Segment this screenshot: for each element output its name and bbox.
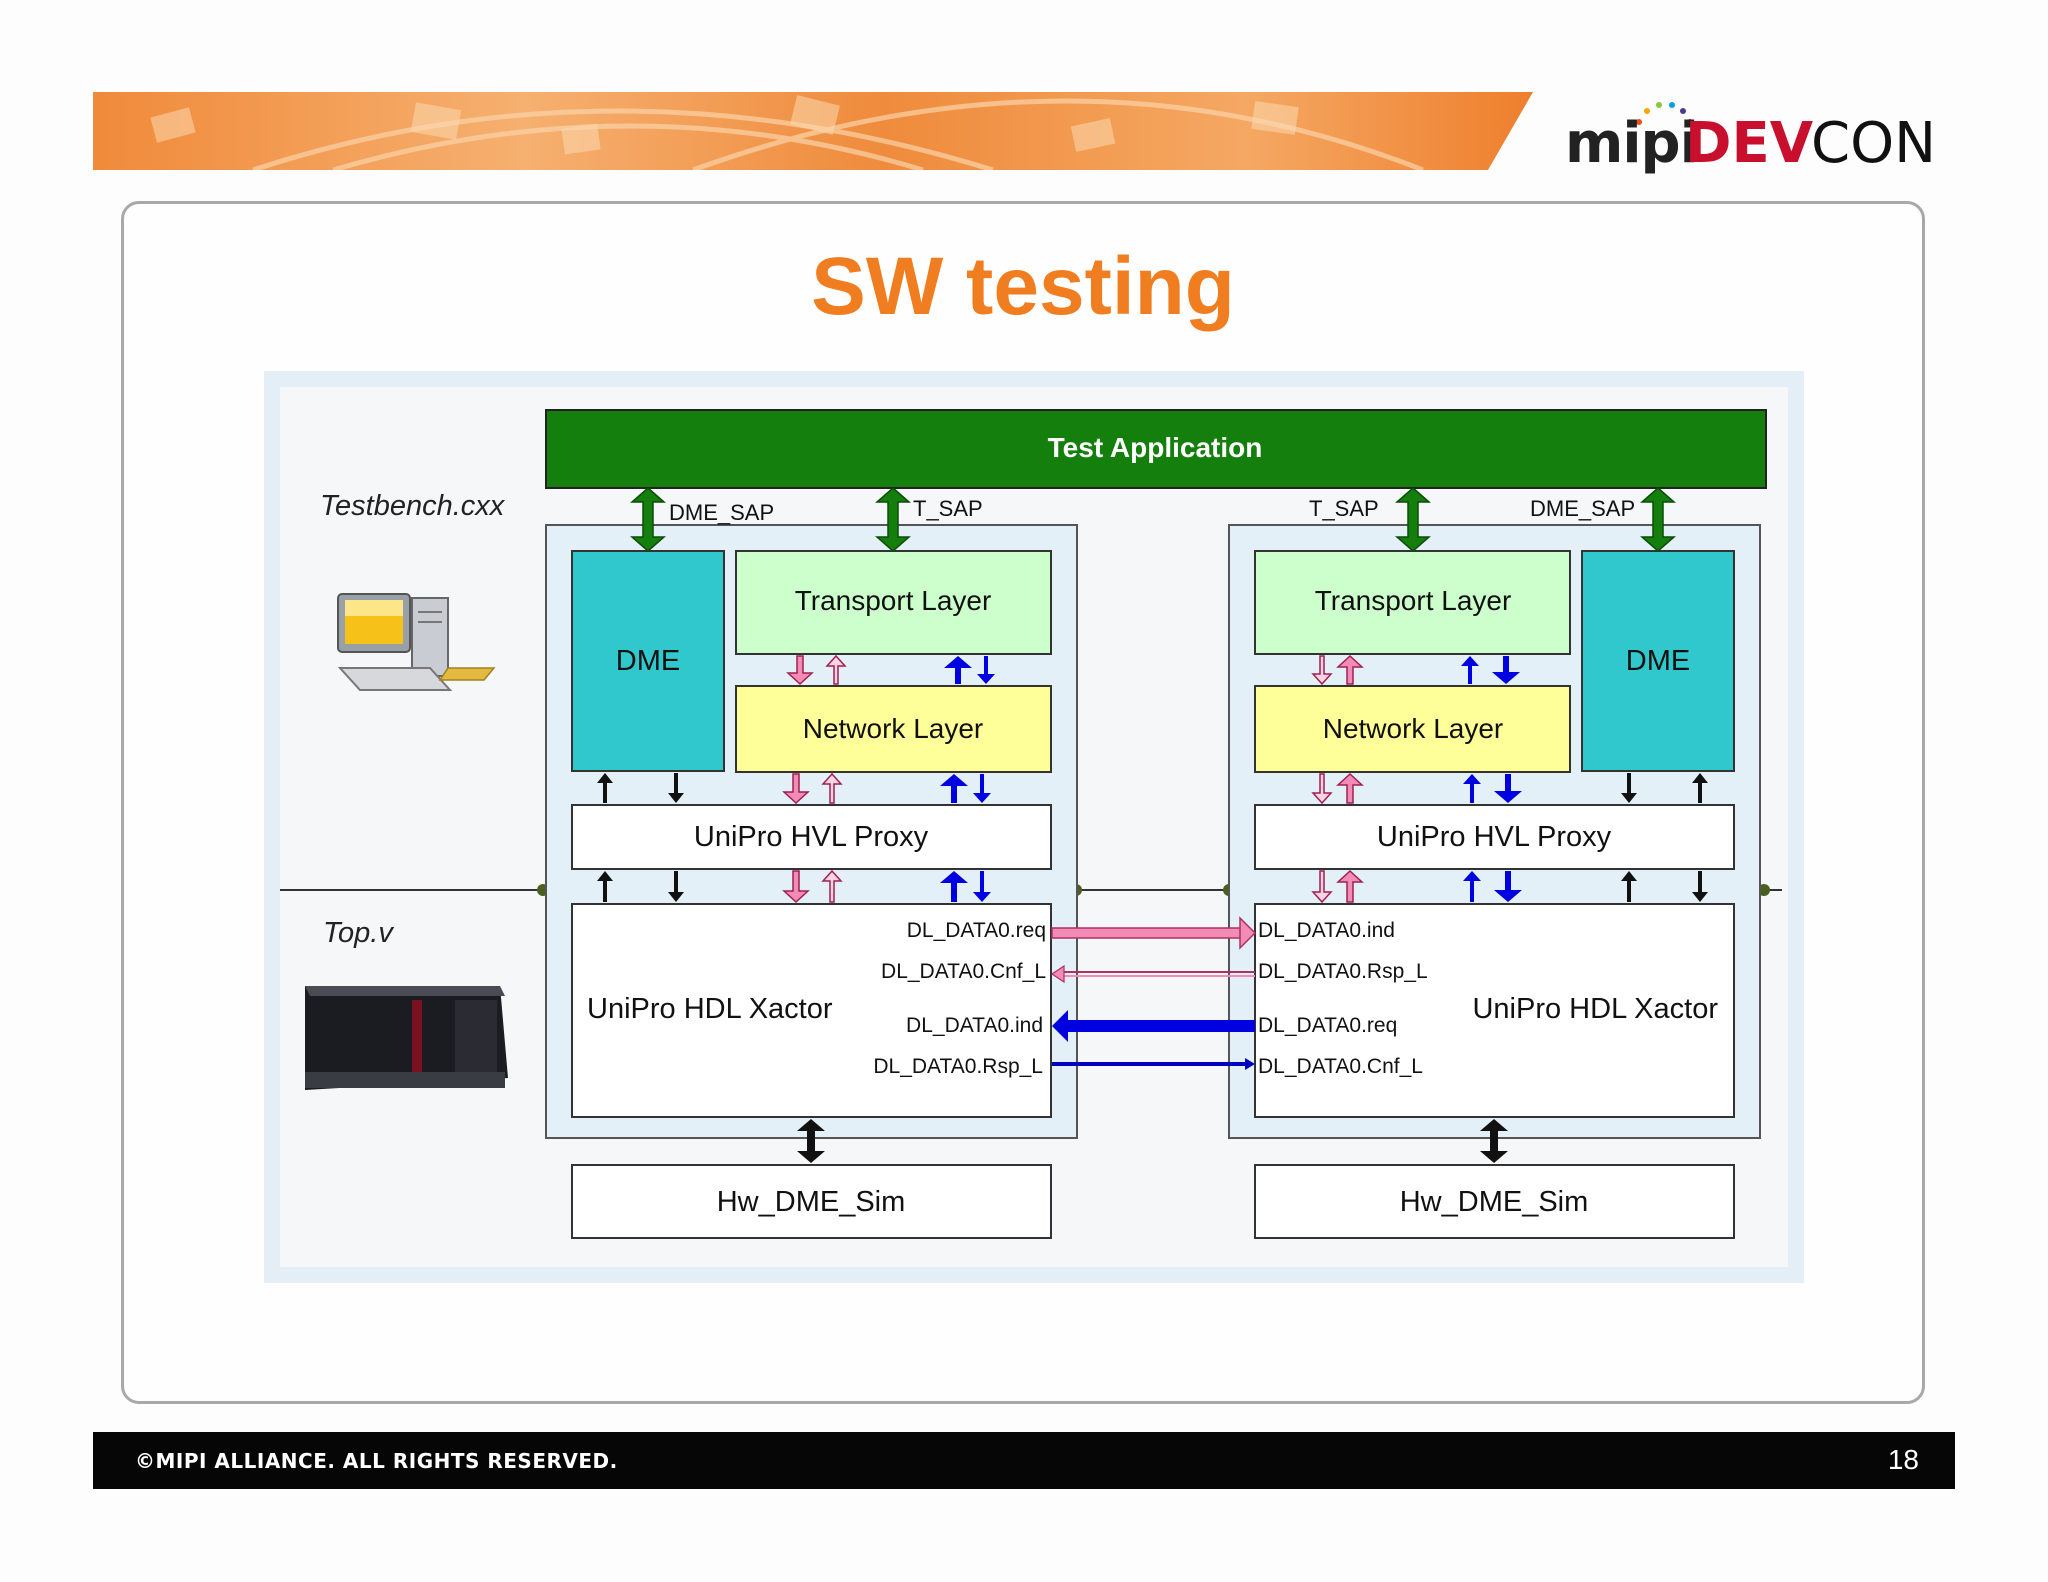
left-dme-hvl-up [597,773,613,803]
left-hh-up [597,871,613,902]
left-hh-pink-down [782,870,810,904]
logo-dev-text: DEV [1685,111,1814,176]
right-signal-cnf: DL_DATA0.Cnf_L [1258,1055,1423,1078]
right-dme-sap-label: DME_SAP [1530,496,1635,521]
right-hh-up [1621,871,1637,902]
cnf-signal-arrow [1050,964,1255,984]
header-banner [93,92,1533,170]
right-hdl-xactor-label: UniPro HDL Xactor [1472,993,1718,1025]
left-dme-label: DME [616,645,680,677]
right-nh-pink-down [1311,773,1333,805]
left-transport-layer [735,550,1052,655]
left-hh-blue-up [940,871,968,902]
right-hh-down [1692,871,1708,902]
ind-signal-arrow [1052,1010,1255,1042]
left-hh-blue-down [973,871,991,902]
right-transport-layer [1254,550,1571,655]
left-network-layer [735,685,1052,773]
logo-con-text: CON [1811,111,1937,176]
computer-icon [337,593,496,691]
left-nh-pink-down [782,773,810,805]
right-transport-label: Transport Layer [1315,585,1512,616]
rsp-signal-arrow [1052,1058,1255,1070]
emulator-hardware-icon [305,986,508,1090]
left-nh-blue-down [973,774,991,803]
left-nh-blue-up [940,774,968,803]
right-hdl-xactor [1254,903,1735,1118]
left-signal-req: DL_DATA0.req [907,919,1046,942]
right-hw-dme-sim-label: Hw_DME_Sim [1400,1186,1589,1218]
right-hvl-proxy [1254,804,1735,870]
right-network-layer [1254,685,1571,773]
right-tn-pink-up [1336,654,1364,685]
right-hh-blue-down [1494,871,1522,902]
left-hdl-xactor [571,903,1052,1118]
right-signal-rsp: DL_DATA0.Rsp_L [1258,960,1428,983]
copyright-text: ©MIPI ALLIANCE. ALL RIGHTS RESERVED. [135,1449,618,1473]
left-hvl-proxy-label: UniPro HVL Proxy [694,821,929,853]
left-network-label: Network Layer [803,713,984,744]
left-dme-sap-arrow [630,487,666,552]
logo-dots-icon [1636,102,1693,125]
right-hw-dme-sim [1254,1164,1735,1239]
left-hh-down [668,871,684,902]
left-hw-dme-sim-label: Hw_DME_Sim [717,1186,906,1218]
right-nh-blue-up [1463,774,1481,803]
right-nh-pink-up [1336,772,1364,804]
left-tn-pink-down [786,655,814,686]
left-hvl-proxy [571,804,1052,870]
left-signal-rsp: DL_DATA0.Rsp_L [873,1055,1043,1078]
left-hdl-xactor-label: UniPro HDL Xactor [587,993,833,1025]
test-application-bar [545,409,1767,489]
test-application-label: Test Application [1048,432,1263,463]
right-signal-ind: DL_DATA0.ind [1258,919,1395,942]
right-network-label: Network Layer [1323,713,1504,744]
left-dme-sap-label: DME_SAP [669,500,774,525]
right-signal-req: DL_DATA0.req [1258,1014,1397,1037]
left-transport-label: Transport Layer [795,585,992,616]
logo-mipi-text: mipi [1565,111,1699,176]
right-dme-hvl-up [1692,773,1708,803]
left-nh-pink-up [821,772,843,804]
left-hw-sim-arrow [797,1119,825,1163]
right-dme-sap-arrow [1640,487,1676,552]
left-signal-ind: DL_DATA0.ind [906,1014,1043,1037]
slide-title: SW testing [811,241,1235,332]
page-number: 18 [1887,1444,1919,1475]
top-label: Top.v [323,917,394,949]
left-tn-blue-down [977,656,995,684]
req-signal-arrow [1051,916,1257,950]
left-t-sap-label: T_SAP [913,496,983,521]
right-t-sap-arrow [1395,487,1431,552]
testbench-label: Testbench.cxx [320,490,506,522]
left-tn-pink-up [825,654,847,685]
right-hh-blue-up [1463,871,1481,902]
mipi-devcon-logo: mipi DEV CON [1565,100,1936,190]
footer-bar: ©MIPI ALLIANCE. ALL RIGHTS RESERVED. 18 [93,1432,1955,1489]
right-hh-pink-up [1336,869,1364,903]
right-t-sap-label: T_SAP [1309,496,1379,521]
left-signal-cnf: DL_DATA0.Cnf_L [881,960,1046,983]
right-tn-blue-down [1492,656,1520,684]
right-tn-pink-down [1311,655,1333,686]
left-t-sap-arrow [875,487,911,552]
left-hh-pink-up [821,869,843,903]
right-dme-block [1581,550,1735,772]
left-hw-dme-sim [571,1164,1052,1239]
right-hw-sim-arrow [1480,1119,1508,1163]
right-nh-blue-down [1494,774,1522,803]
right-dme-label: DME [1626,645,1690,677]
right-hh-pink-down [1311,870,1333,904]
right-hvl-proxy-label: UniPro HVL Proxy [1377,821,1612,853]
right-dme-hvl-down [1621,773,1637,803]
right-tn-blue-up [1461,656,1479,684]
left-dme-block [571,550,725,772]
left-tn-blue-up [944,656,972,684]
left-dme-hvl-down [668,773,684,803]
